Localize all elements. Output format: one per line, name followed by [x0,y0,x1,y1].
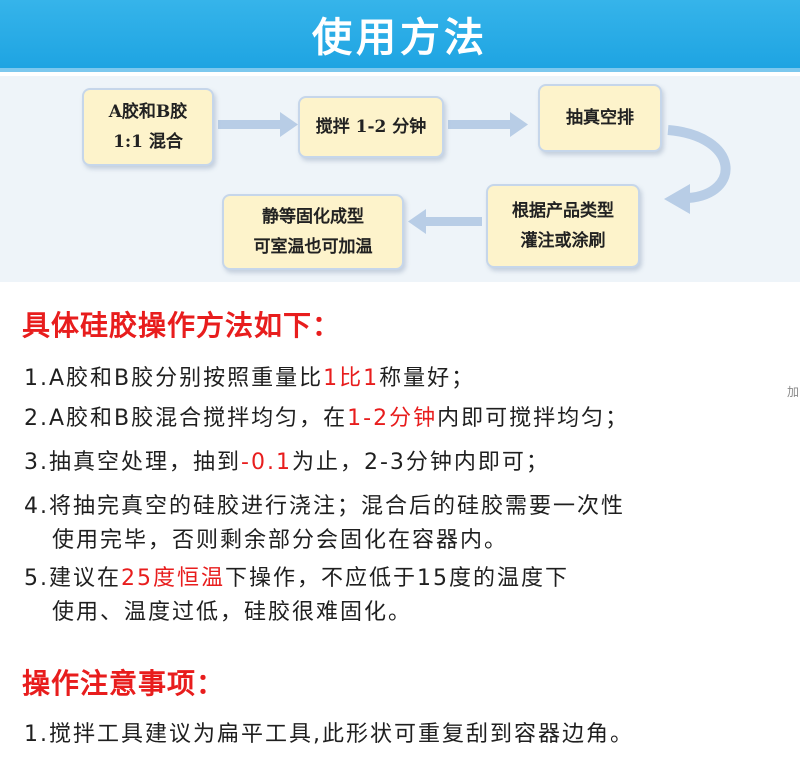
step-vacuum: 抽真空排 [538,84,662,152]
item-highlight: 1-2分钟 [347,406,438,431]
item-text: 为止，2-3分钟内即可； [291,450,550,475]
notes-section-title: 操作注意事项： [22,667,226,700]
item-text-continued: 使用完毕，否则剩余部分会固化在容器内。 [52,528,509,553]
item-text-continued: 使用、温度过低，硅胶很难固化。 [52,600,413,625]
arrow-right-2 [448,112,528,137]
item-text: 搅拌工具建议为扁平工具,此形状可重复刮到容器边角。 [49,722,634,747]
item-highlight: 25度恒温 [121,566,226,591]
step-pour: 根据产品类型 灌注或涂刷 [486,184,640,268]
item-number: 2. [24,406,49,431]
step-cure: 静等固化成型 可室温也可加温 [222,194,404,270]
item-text: 建议在 [49,566,122,591]
item-text: 将抽完真空的硅胶进行浇注；混合后的硅胶需要一次性 [49,494,626,519]
item-text: 称量好； [379,366,476,391]
item-number: 3. [24,450,49,475]
notes-item-1: 1.搅拌工具建议为扁平工具,此形状可重复刮到容器边角。 [24,718,634,752]
item-number: 1. [24,366,49,391]
step-cure-line1: 静等固化成型 [262,207,364,227]
method-item-3: 3.抽真空处理，抽到-0.1为止，2-3分钟内即可； [24,446,550,480]
step-mix-ratio-line1: A胶和B胶 [108,102,188,122]
item-text: A胶和B胶分别按照重量比 [49,366,324,391]
step-mix-ratio-line2: 1:1 混合 [113,132,183,152]
item-number: 5. [24,566,49,591]
step-pour-line1: 根据产品类型 [512,201,614,221]
step-mix-ratio: A胶和B胶 1:1 混合 [82,88,214,166]
item-highlight: -0.1 [241,450,292,475]
method-item-2: 2.A胶和B胶混合搅拌均匀，在1-2分钟内即可搅拌均匀； [24,402,629,436]
step-vacuum-line1: 抽真空排 [566,108,634,128]
item-number: 1. [24,722,49,747]
item-highlight: 1比1 [323,366,380,391]
flow-diagram: A胶和B胶 1:1 混合 搅拌 1-2 分钟 抽真空排 根据产品类型 灌注或涂刷… [0,76,800,282]
edge-glyph: 加 [787,385,800,399]
arrow-right-1 [218,112,298,137]
step-pour-line2: 灌注或涂刷 [520,231,606,251]
item-text: A胶和B胶混合搅拌均匀，在 [49,406,348,431]
item-text: 内即可搅拌均匀； [437,406,630,431]
arrow-left-1 [408,209,482,234]
method-section-title: 具体硅胶操作方法如下： [22,309,342,342]
method-item-5: 5.建议在25度恒温下操作，不应低于15度的温度下 使用、温度过低，硅胶很难固化… [24,562,569,630]
step-stir: 搅拌 1-2 分钟 [298,96,444,158]
arrow-curve-down [664,125,731,214]
page-title: 使用方法 [312,15,488,61]
flow-arrows [218,112,731,234]
method-item-4: 4.将抽完真空的硅胶进行浇注；混合后的硅胶需要一次性 使用完毕，否则剩余部分会固… [24,490,625,558]
item-text: 下操作，不应低于15度的温度下 [225,566,570,591]
item-number: 4. [24,494,49,519]
method-item-1: 1.A胶和B胶分别按照重量比1比1称量好； [24,362,475,396]
step-cure-line2: 可室温也可加温 [253,237,373,257]
item-text: 抽真空处理，抽到 [49,450,242,475]
header-banner: 使用方法 [0,0,800,72]
step-stir-line1: 搅拌 1-2 分钟 [315,117,427,137]
